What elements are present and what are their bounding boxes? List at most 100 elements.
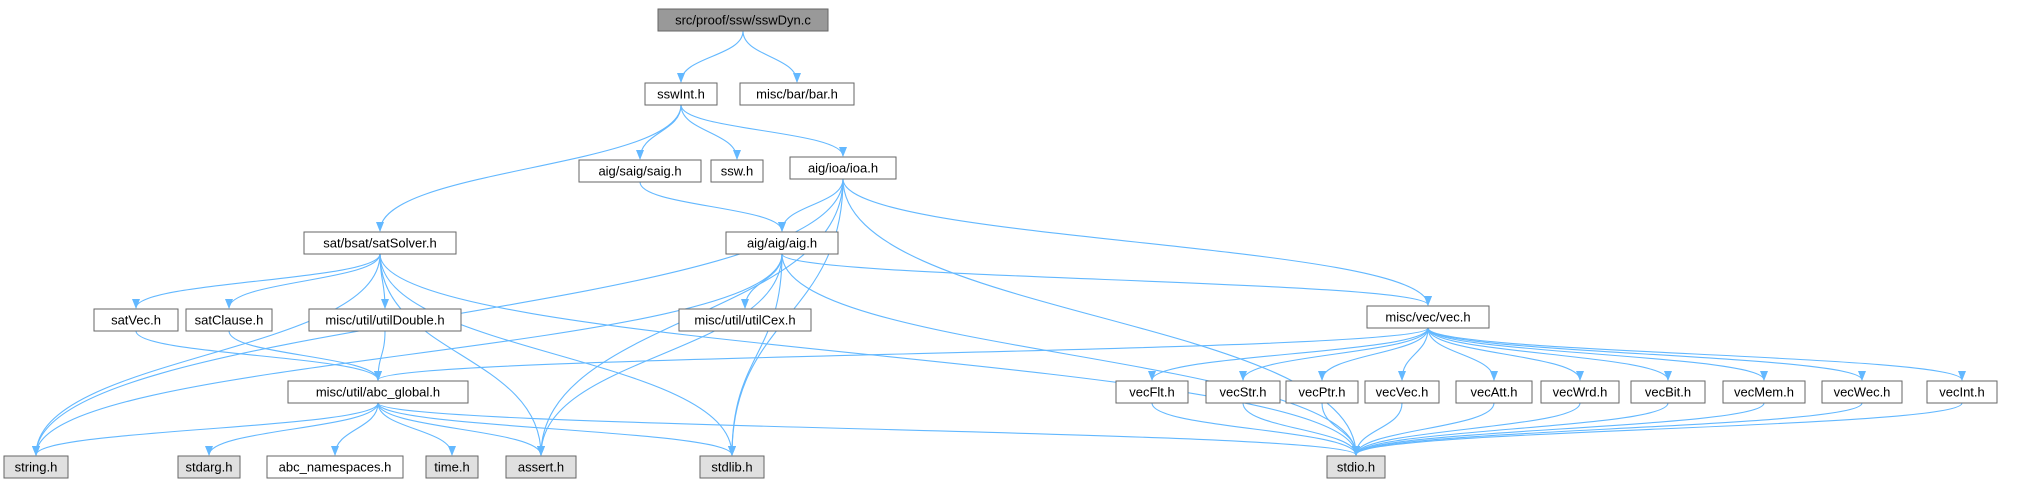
node-label-ssw_h: ssw.h bbox=[721, 164, 754, 179]
edge-misc_vec_vec_h-to-vecInt_h bbox=[1427, 327, 1966, 381]
node-box-time_h bbox=[425, 455, 479, 479]
node-stdarg_h[interactable]: stdarg.h bbox=[177, 455, 241, 479]
edge-misc_vec_vec_h-to-vecMem_h bbox=[1427, 327, 1768, 381]
node-box-misc_bar_bar_h bbox=[739, 82, 855, 106]
node-box-assert_h bbox=[505, 455, 577, 479]
node-time_h[interactable]: time.h bbox=[425, 455, 479, 479]
node-sswInt_h[interactable]: sswInt.h bbox=[644, 82, 718, 106]
node-abc_namespaces_h[interactable]: abc_namespaces.h bbox=[266, 455, 404, 479]
node-satVec_h[interactable]: satVec.h bbox=[93, 308, 179, 332]
node-box-vecStr_h bbox=[1205, 380, 1281, 404]
edge-sat_bsat_satSolver_h-to-string_h bbox=[32, 253, 381, 456]
node-box-vecWec_h bbox=[1821, 380, 1903, 404]
node-vecPtr_h[interactable]: vecPtr.h bbox=[1285, 380, 1359, 404]
node-box-aig_ioa_ioa_h bbox=[789, 156, 897, 180]
node-misc_vec_vec_h[interactable]: misc/vec/vec.h bbox=[1366, 305, 1490, 329]
edge-vecFlt_h-to-stdio_h bbox=[1151, 402, 1360, 456]
edge-aig_ioa_ioa_h-to-misc_vec_vec_h bbox=[842, 178, 1432, 306]
edge-satVec_h-to-misc_util_abc_global_h bbox=[135, 330, 382, 381]
node-satClause_h[interactable]: satClause.h bbox=[185, 308, 273, 332]
node-label-vecBit_h: vecBit.h bbox=[1645, 385, 1691, 400]
node-assert_h[interactable]: assert.h bbox=[505, 455, 577, 479]
node-sswDyn_c[interactable]: src/proof/ssw/sswDyn.c bbox=[657, 8, 829, 32]
edge-aig_aig_aig_h-to-stdio_h bbox=[781, 253, 1360, 456]
node-aig_aig_aig_h[interactable]: aig/aig/aig.h bbox=[725, 231, 839, 255]
node-string_h[interactable]: string.h bbox=[3, 455, 69, 479]
node-vecBit_h[interactable]: vecBit.h bbox=[1630, 380, 1706, 404]
node-stdio_h[interactable]: stdio.h bbox=[1326, 455, 1386, 479]
node-vecFlt_h[interactable]: vecFlt.h bbox=[1115, 380, 1189, 404]
node-label-vecFlt_h: vecFlt.h bbox=[1129, 385, 1175, 400]
node-vecInt_h[interactable]: vecInt.h bbox=[1926, 380, 1998, 404]
edge-aig_aig_aig_h-to-stdlib_h bbox=[728, 253, 783, 456]
edge-sswDyn_c-to-misc_bar_bar_h bbox=[742, 30, 801, 83]
node-box-aig_saig_saig_h bbox=[578, 159, 702, 183]
edge-vecPtr_h-to-stdio_h bbox=[1321, 402, 1360, 456]
node-box-ssw_h bbox=[710, 159, 764, 183]
node-vecMem_h[interactable]: vecMem.h bbox=[1722, 380, 1806, 404]
edge-satClause_h-to-misc_util_abc_global_h bbox=[228, 330, 382, 381]
node-label-vecStr_h: vecStr.h bbox=[1220, 385, 1267, 400]
node-label-abc_namespaces_h: abc_namespaces.h bbox=[279, 460, 392, 475]
node-box-stdio_h bbox=[1326, 455, 1386, 479]
node-box-vecAtt_h bbox=[1455, 380, 1533, 404]
edge-misc_vec_vec_h-to-vecWec_h bbox=[1427, 327, 1866, 381]
node-label-sswInt_h: sswInt.h bbox=[657, 87, 705, 102]
node-vecVec_h[interactable]: vecVec.h bbox=[1364, 380, 1440, 404]
edge-sswDyn_c-to-sswInt_h bbox=[677, 30, 744, 83]
node-label-sswDyn_c: src/proof/ssw/sswDyn.c bbox=[675, 13, 811, 28]
node-label-vecPtr_h: vecPtr.h bbox=[1299, 385, 1346, 400]
node-label-vecWec_h: vecWec.h bbox=[1834, 385, 1891, 400]
edge-vecInt_h-to-stdio_h bbox=[1352, 402, 1963, 456]
node-aig_ioa_ioa_h[interactable]: aig/ioa/ioa.h bbox=[789, 156, 897, 180]
edge-misc_util_utilDouble_h-to-misc_util_abc_global_h bbox=[374, 330, 386, 381]
node-label-misc_util_utilDouble_h: misc/util/utilDouble.h bbox=[325, 313, 444, 328]
node-misc_util_abc_global_h[interactable]: misc/util/abc_global.h bbox=[287, 380, 469, 404]
edge-aig_aig_aig_h-to-misc_vec_vec_h bbox=[781, 253, 1432, 306]
node-label-vecVec_h: vecVec.h bbox=[1376, 385, 1429, 400]
node-misc_util_utilCex_h[interactable]: misc/util/utilCex.h bbox=[678, 308, 812, 332]
edge-vecAtt_h-to-stdio_h bbox=[1352, 402, 1495, 456]
node-label-misc_bar_bar_h: misc/bar/bar.h bbox=[756, 87, 838, 102]
edge-misc_util_abc_global_h-to-abc_namespaces_h bbox=[331, 402, 379, 456]
edge-sat_bsat_satSolver_h-to-stdlib_h bbox=[379, 253, 736, 456]
node-vecWec_h[interactable]: vecWec.h bbox=[1821, 380, 1903, 404]
node-vecStr_h[interactable]: vecStr.h bbox=[1205, 380, 1281, 404]
edge-aig_aig_aig_h-to-string_h bbox=[32, 253, 783, 456]
edge-sat_bsat_satSolver_h-to-satClause_h bbox=[225, 253, 381, 309]
node-box-misc_util_utilCex_h bbox=[678, 308, 812, 332]
node-label-stdlib_h: stdlib.h bbox=[711, 460, 752, 475]
node-label-string_h: string.h bbox=[15, 460, 58, 475]
edge-misc_util_abc_global_h-to-assert_h bbox=[377, 402, 545, 456]
node-box-vecFlt_h bbox=[1115, 380, 1189, 404]
node-misc_util_utilDouble_h[interactable]: misc/util/utilDouble.h bbox=[308, 308, 462, 332]
node-stdlib_h[interactable]: stdlib.h bbox=[699, 455, 765, 479]
edge-aig_ioa_ioa_h-to-aig_aig_aig_h bbox=[778, 178, 844, 232]
node-label-vecWrd_h: vecWrd.h bbox=[1553, 385, 1608, 400]
node-label-aig_ioa_ioa_h: aig/ioa/ioa.h bbox=[808, 161, 878, 176]
node-box-misc_util_abc_global_h bbox=[287, 380, 469, 404]
node-box-sswInt_h bbox=[644, 82, 718, 106]
node-ssw_h[interactable]: ssw.h bbox=[710, 159, 764, 183]
edge-vecWrd_h-to-stdio_h bbox=[1352, 402, 1581, 456]
edge-sswInt_h-to-sat_bsat_satSolver_h bbox=[376, 104, 682, 232]
node-aig_saig_saig_h[interactable]: aig/saig/saig.h bbox=[578, 159, 702, 183]
node-vecAtt_h[interactable]: vecAtt.h bbox=[1455, 380, 1533, 404]
edge-misc_vec_vec_h-to-misc_util_abc_global_h bbox=[374, 327, 1429, 381]
edge-vecMem_h-to-stdio_h bbox=[1352, 402, 1765, 456]
node-sat_bsat_satSolver_h[interactable]: sat/bsat/satSolver.h bbox=[303, 231, 457, 255]
edge-aig_ioa_ioa_h-to-stdio_h bbox=[842, 178, 1360, 456]
node-box-abc_namespaces_h bbox=[266, 455, 404, 479]
edge-misc_vec_vec_h-to-vecBit_h bbox=[1427, 327, 1672, 381]
edge-misc_util_abc_global_h-to-stdlib_h bbox=[377, 402, 736, 456]
node-box-vecVec_h bbox=[1364, 380, 1440, 404]
edge-sswInt_h-to-aig_ioa_ioa_h bbox=[680, 104, 847, 157]
node-misc_bar_bar_h[interactable]: misc/bar/bar.h bbox=[739, 82, 855, 106]
edge-misc_util_abc_global_h-to-stdio_h bbox=[377, 402, 1360, 456]
node-box-vecBit_h bbox=[1630, 380, 1706, 404]
node-vecWrd_h[interactable]: vecWrd.h bbox=[1540, 380, 1620, 404]
node-box-aig_aig_aig_h bbox=[725, 231, 839, 255]
node-label-vecMem_h: vecMem.h bbox=[1734, 385, 1794, 400]
node-label-stdarg_h: stdarg.h bbox=[186, 460, 233, 475]
node-label-misc_util_abc_global_h: misc/util/abc_global.h bbox=[316, 385, 440, 400]
